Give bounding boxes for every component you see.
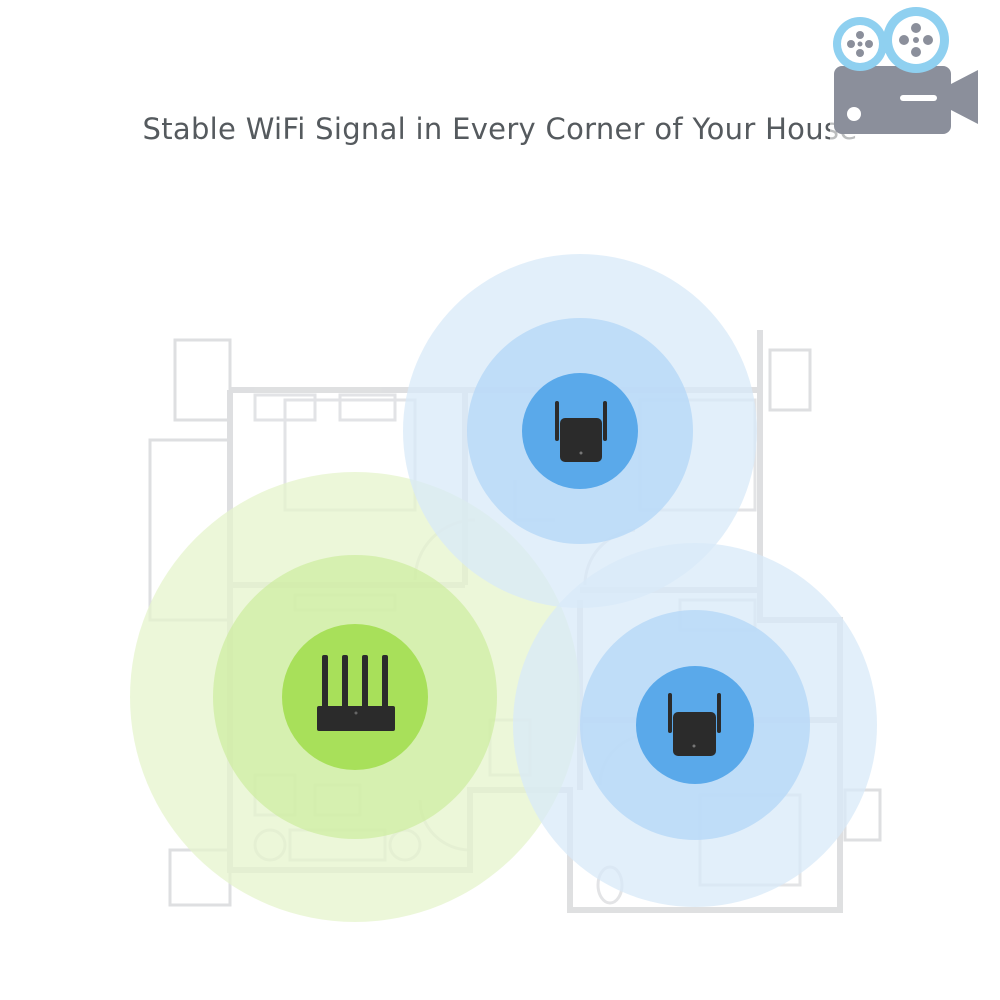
film-camera-icon	[830, 4, 996, 144]
router-coverage	[130, 472, 580, 922]
router-icon	[317, 655, 395, 731]
repeater-icon	[555, 401, 607, 462]
headline: Stable WiFi Signal in Every Corner of Yo…	[142, 112, 858, 146]
repeater-icon	[668, 693, 721, 756]
